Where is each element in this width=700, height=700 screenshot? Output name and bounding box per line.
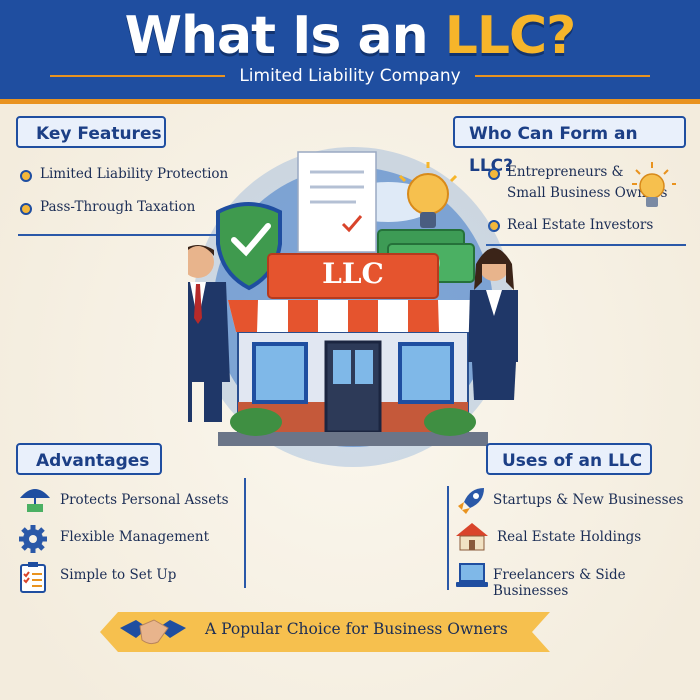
advantage-item: Flexible Management — [60, 529, 210, 545]
store-sign-text: LLC — [322, 257, 384, 290]
bullet-icon — [20, 170, 32, 182]
use-item: Startups & New Businesses — [493, 492, 684, 508]
uses-heading: Uses of an LLC — [486, 443, 652, 475]
lightbulb-icon — [632, 162, 676, 207]
who-can-form-heading: Who Can Form an LLC? — [453, 116, 686, 176]
bullet-icon — [488, 220, 500, 232]
page-subtitle: Limited Liability Company — [0, 66, 700, 86]
lightbulb-icon — [398, 162, 458, 228]
key-features-heading: Key Features — [16, 116, 166, 148]
subtitle-rule-right — [474, 75, 650, 77]
title-accent: LLC? — [444, 6, 577, 66]
checklist-icon — [20, 562, 46, 593]
title-main: What Is an — [124, 6, 429, 66]
subtitle-rule-left — [50, 75, 226, 77]
who-item: Small Business Owners — [507, 185, 668, 201]
gear-icon — [19, 525, 47, 553]
house-icon — [456, 523, 488, 551]
subtitle-text: Limited Liability Company — [239, 66, 461, 86]
businessman-figure — [188, 245, 230, 422]
header-band: What Is an LLC? Limited Liability Compan… — [0, 0, 700, 104]
handshake-icon — [120, 619, 186, 645]
advantage-item: Simple to Set Up — [60, 567, 177, 583]
umbrella-icon — [20, 489, 50, 512]
rocket-icon — [458, 488, 484, 514]
advantage-item: Protects Personal Assets — [60, 492, 229, 508]
divider — [18, 234, 233, 236]
key-feature-item: Pass-Through Taxation — [40, 199, 196, 215]
who-item: Real Estate Investors — [507, 217, 654, 233]
use-item: Freelancers & Side Businesses — [493, 567, 626, 599]
footer-text: A Popular Choice for Business Owners — [205, 620, 508, 638]
document-icon — [297, 151, 377, 253]
divider — [447, 486, 449, 590]
divider — [244, 478, 246, 588]
page-title: What Is an LLC? — [0, 6, 700, 66]
use-item: Real Estate Holdings — [497, 529, 642, 545]
storefront — [218, 253, 488, 446]
storefront-illustration — [188, 147, 518, 467]
bullet-icon — [20, 203, 32, 215]
advantages-heading: Advantages — [16, 443, 162, 475]
key-feature-item: Limited Liability Protection — [40, 166, 229, 182]
laptop-icon — [456, 563, 488, 587]
divider — [486, 244, 686, 246]
bullet-icon — [488, 168, 500, 180]
businesswoman-figure — [468, 248, 518, 400]
who-item: Entrepreneurs & — [507, 164, 624, 180]
